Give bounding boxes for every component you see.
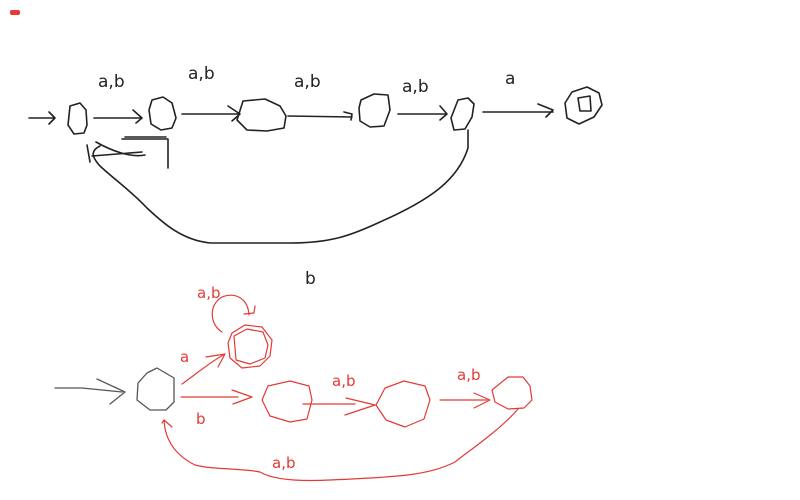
top-automaton: a,b a,b a,b a,b a b: [28, 64, 603, 289]
back-arrowhead-scribble: [86, 136, 169, 169]
transition-arrow: [287, 111, 353, 121]
transition-arrow: [181, 353, 226, 385]
edge-label: b: [196, 410, 206, 428]
state-2: [236, 98, 287, 132]
edge-label: a,b: [457, 366, 480, 384]
edge-label: a,b: [188, 64, 215, 84]
edge-label: a,b: [294, 72, 321, 92]
final-state: [564, 86, 603, 125]
edge-label: a,b: [402, 77, 429, 97]
transition-arrow: [397, 105, 448, 121]
transition-arrow: [181, 105, 241, 122]
edge-label: a,b: [197, 284, 220, 302]
back-transition: [92, 129, 469, 244]
transition-arrow: [302, 397, 376, 416]
state-1: [148, 96, 177, 131]
state-3: [358, 93, 391, 128]
start-arrow: [54, 378, 126, 405]
state-4: [450, 97, 475, 131]
transition-arrow: [93, 109, 143, 124]
self-loop: [211, 294, 256, 333]
edge-label: b: [305, 269, 316, 289]
edge-label: a,b: [332, 372, 355, 390]
edge-label: a: [505, 69, 515, 89]
edge-label: a,b: [98, 72, 125, 92]
transition-arrow: [180, 389, 253, 405]
pen-color-indicator[interactable]: [10, 10, 20, 15]
back-transition: [161, 408, 519, 482]
state: [491, 376, 533, 410]
bottom-automaton: a,b a b a,b a,b a,b: [54, 284, 533, 482]
transition-arrow: [482, 103, 554, 118]
edge-label: a: [180, 348, 189, 366]
state-0: [67, 102, 88, 135]
state: [261, 380, 313, 423]
start-arrow: [28, 111, 56, 125]
accepting-state: [227, 324, 273, 369]
start-state: [136, 367, 175, 411]
edge-label: a,b: [272, 454, 295, 472]
transition-arrow: [439, 392, 491, 409]
state: [375, 380, 431, 428]
